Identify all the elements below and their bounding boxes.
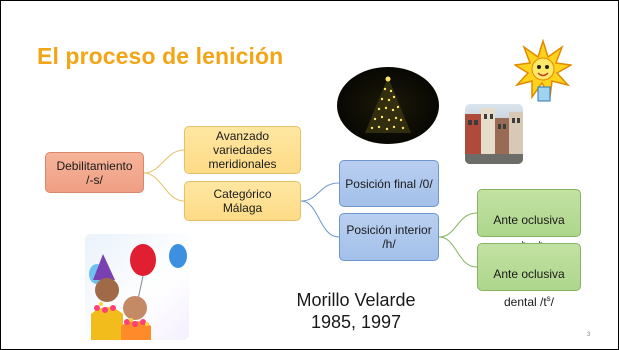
occlusive-labial-line1: Ante oclusiva xyxy=(493,213,565,227)
node-posicion-final: Posición final /0/ xyxy=(339,160,439,207)
connector-root-advanced xyxy=(143,149,185,174)
node-debilitamiento: Debilitamiento /-s/ xyxy=(45,152,144,193)
occlusive-dental-open: dental /t xyxy=(503,295,547,309)
node-avanzado: Avanzado variedades meridionales xyxy=(184,126,301,174)
slide-title: El proceso de lenición xyxy=(37,43,284,69)
street-buildings-icon xyxy=(465,108,523,164)
author-name: Morillo Velarde xyxy=(296,290,416,310)
node-categorico: Categórico Málaga xyxy=(184,181,301,221)
street-photo-image xyxy=(465,104,523,164)
connector-categorical-interior xyxy=(300,200,340,238)
connector-root-categorical xyxy=(143,172,185,202)
occlusive-dental-sup: s xyxy=(546,294,551,303)
node-ante-oclusiva-labial: Ante oclusiva /ph, kh/ xyxy=(477,189,581,255)
sun-icon xyxy=(514,39,572,102)
author-years: 1985, 1997 xyxy=(310,312,402,332)
connector-interior-occlusive-labial xyxy=(438,212,478,238)
node-ante-oclusiva-dental: Ante oclusiva dental /ts/ xyxy=(477,243,581,309)
connector-categorical-final xyxy=(300,182,340,202)
children-party-image xyxy=(85,234,189,340)
occlusive-dental-line1: Ante oclusiva xyxy=(493,267,565,281)
connector-interior-occlusive-dental xyxy=(438,236,478,268)
party-icon xyxy=(89,244,187,340)
christmas-tree-icon xyxy=(365,76,411,133)
page-number: 3 xyxy=(587,332,591,338)
author-reference: Morillo Velarde 1985, 1997 xyxy=(271,289,441,333)
sun-cartoon-image xyxy=(514,39,572,105)
christmas-tree-image xyxy=(337,67,439,144)
occlusive-dental-close: / xyxy=(550,295,555,309)
node-posicion-interior: Posición interior /h/ xyxy=(339,213,439,261)
